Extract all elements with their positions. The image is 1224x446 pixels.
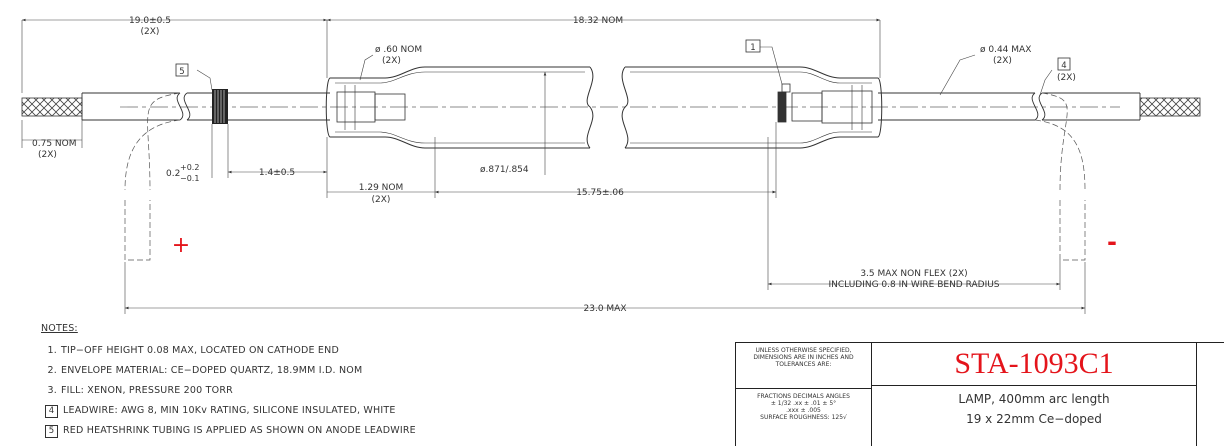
dim-sleeve-dia-qty: (2X) (382, 56, 401, 66)
dim-arc-length-label: 15.75±.06 (576, 188, 624, 198)
left-bend-path (124, 92, 181, 261)
leader-tubing (196, 69, 213, 91)
note-number: 3. (47, 385, 57, 396)
dim-tubing-length-label: 1.4±0.5 (259, 168, 295, 178)
note-text: FILL: XENON, PRESSURE 200 TORR (61, 385, 233, 396)
left-braid (21, 97, 83, 117)
dim-flex-line1: 3.5 MAX NON FLEX (2X) (860, 269, 967, 279)
tolerance-table: FRACTIONS DECIMALS ANGLES ± 1/32 .xx ± .… (736, 388, 871, 421)
dim-end-length-label: 1.29 NOM (359, 183, 403, 193)
dim-body-length-label: 18.32 NOM (573, 16, 623, 26)
marker-1-label: 1 (750, 43, 755, 53)
note-number: 1. (47, 345, 57, 356)
note-item: 1. TIP−OFF HEIGHT 0.08 MAX, LOCATED ON CA… (41, 344, 416, 364)
marker-5-label: 5 (179, 67, 184, 77)
note-text: RED HEATSHRINK TUBING IS APPLIED AS SHOW… (63, 425, 416, 436)
tolerance-values: ± 1/32 .xx ± .01 ± 5° (770, 400, 837, 407)
dim-tubing-offset-plus: +0.2 (180, 163, 199, 172)
note-item: 4 LEADWIRE: AWG 8, MIN 10Kv RATING, SILIC… (41, 404, 416, 424)
dim-flex-line2: INCLUDING 0.8 IN WIRE BEND RADIUS (828, 280, 999, 290)
dim-overall-label: 23.0 MAX (584, 304, 627, 314)
description-line-2: 19 x 22mm Ce−doped (966, 412, 1102, 426)
surface-roughness: SURFACE ROUGHNESS: 125√ (760, 414, 847, 421)
tolerance-header: FRACTIONS DECIMALS ANGLES (757, 393, 850, 400)
note-text: TIP−OFF HEIGHT 0.08 MAX, LOCATED ON CATH… (61, 345, 339, 356)
cathode-minus-sign: - (1107, 228, 1117, 256)
lamp-envelope-left (325, 66, 594, 149)
right-braid (1139, 97, 1201, 117)
dim-lead-length-qty: (2X) (141, 27, 160, 37)
right-bend-path (1034, 92, 1086, 261)
notes-title: NOTES: (41, 323, 78, 334)
note-text: LEADWIRE: AWG 8, MIN 10Kv RATING, SILICO… (63, 405, 396, 416)
note-number: 2. (47, 365, 57, 376)
dim-wire-dia-qty: (2X) (993, 56, 1012, 66)
note-text: ENVELOPE MATERIAL: CE−DOPED QUARTZ, 18.9… (61, 365, 363, 376)
tolerance-block: UNLESS OTHERWISE SPECIFIED, DIMENSIONS A… (736, 343, 872, 446)
note-number-box: 5 (45, 425, 58, 438)
dim-tubing-offset-minus: −0.1 (180, 174, 199, 183)
marker-4-label: 4 (1061, 61, 1066, 71)
description-line-1: LAMP, 400mm arc length (958, 392, 1110, 406)
part-description: LAMP, 400mm arc length 19 x 22mm Ce−dope… (872, 389, 1196, 429)
dim-sleeve-dia-label: ø .60 NOM (375, 45, 422, 55)
left-leadwire (81, 92, 330, 121)
tip-off (781, 83, 791, 93)
dim-lead-length-label: 19.0±0.5 (129, 16, 171, 26)
leader-sleeve-dia (359, 54, 374, 81)
note-number-box: 4 (45, 405, 58, 418)
marker-box-1 (745, 39, 761, 53)
leader-wire-dia (939, 54, 976, 96)
dim-envelope-dia-label: ø.871/.854 (480, 165, 529, 175)
dim-strip-qty: (2X) (38, 150, 57, 160)
part-number: STA-1093C1 (872, 343, 1196, 386)
right-leadwire (878, 92, 1141, 121)
title-block-right-cell (1196, 343, 1224, 446)
marker-box-4 (1057, 57, 1071, 71)
note-item: 5 RED HEATSHRINK TUBING IS APPLIED AS SHO… (41, 424, 416, 444)
title-block: UNLESS OTHERWISE SPECIFIED, DIMENSIONS A… (735, 342, 1224, 446)
tubing-hatch (214, 90, 225, 123)
leader-leadwire (1039, 69, 1053, 96)
marker-4-qty: (2X) (1057, 73, 1076, 83)
note-item: 3. FILL: XENON, PRESSURE 200 TORR (41, 384, 416, 404)
dim-end-length-qty: (2X) (372, 195, 391, 205)
dim-wire-dia-label: ø 0.44 MAX (980, 45, 1031, 55)
note-item: 2. ENVELOPE MATERIAL: CE−DOPED QUARTZ, 18… (41, 364, 416, 384)
anode-plus-sign: + (172, 233, 190, 258)
tolerance-values-2: .xxx ± .005 (786, 407, 821, 414)
heatshrink-tubing (212, 89, 228, 124)
dim-strip-label: 0.75 NOM (32, 139, 76, 149)
tolerance-text: UNLESS OTHERWISE SPECIFIED, DIMENSIONS A… (753, 347, 854, 368)
leader-tip-off (760, 46, 783, 85)
lamp-envelope-right (621, 66, 883, 149)
marker-box-5 (175, 63, 189, 77)
dim-tubing-offset-label: 0.2 (166, 169, 180, 179)
notes-section: NOTES: 1. TIP−OFF HEIGHT 0.08 MAX, LOCATE… (41, 323, 416, 444)
